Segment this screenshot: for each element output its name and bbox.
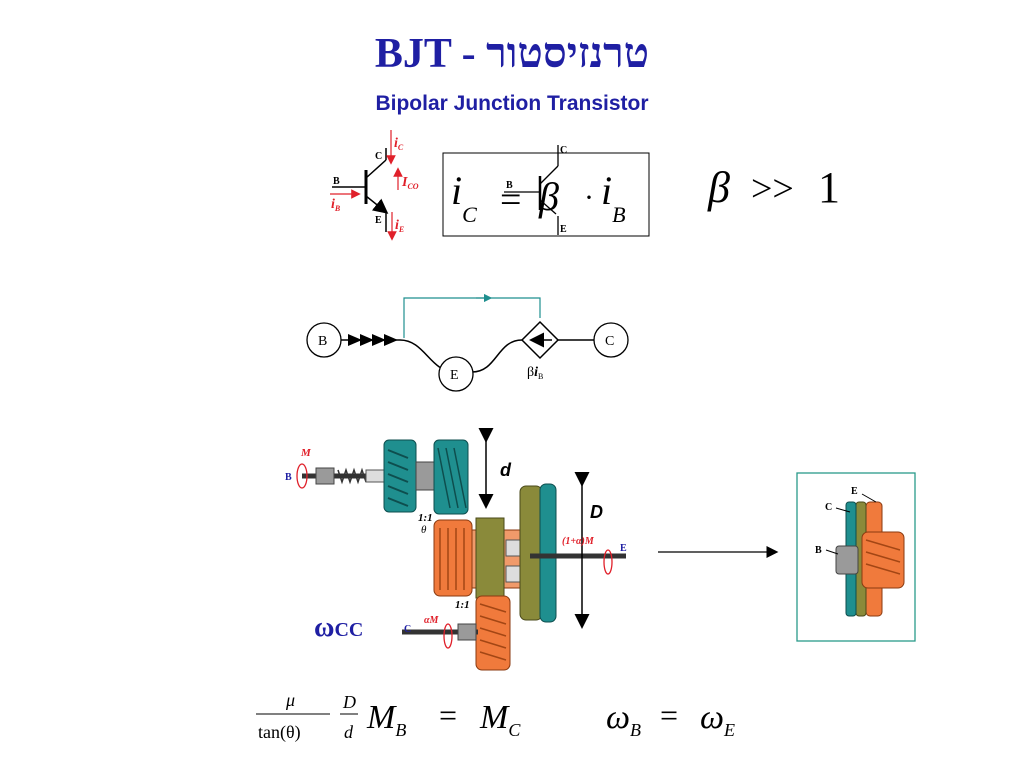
ico-label: ICO [401,175,419,191]
omega-e: ωE [700,699,735,740]
svg-text:αM: αM [424,615,440,626]
eq-sym-e: E [560,224,567,235]
eq-lhs: iC [451,168,477,227]
svg-text:M: M [300,447,312,459]
flow-diagram: B E C βiB [306,293,629,392]
node-c [593,322,629,358]
eq-dot: · [584,181,594,214]
torque-equation: μ tan(θ) D d MB = MC [256,690,521,743]
gear-top-right [433,439,469,515]
eq-equals: = [500,179,521,221]
svg-text:B: B [285,472,292,483]
symbol-collector-lead [365,159,387,179]
svg-text:1:1: 1:1 [455,599,470,611]
eq-sym-c: C [560,145,567,156]
eq-rhs: iB [601,168,626,227]
gear-olive [475,517,505,599]
ib-label: iB [331,197,341,213]
svg-text:C: C [825,502,832,513]
svg-text:θ: θ [421,524,427,536]
mc-term: MC [479,699,521,740]
much-greater-op: >> [751,168,794,210]
ic-label: iC [394,136,404,152]
svg-text:E: E [620,543,627,554]
source-label: βiB [527,365,543,381]
big-gear-olive [519,485,543,621]
gear-mechanism: M B d 1:1 θ D (1+α)M E 1:1 αM [285,428,627,671]
eq-beta: β [538,174,559,219]
c-torque [443,623,453,649]
svg-text:B: B [318,334,327,349]
b-torque [296,463,308,489]
transistor-symbol: C B E iC ICO iB iE [330,130,419,241]
svg-text:C: C [404,624,411,635]
current-gain-equation: C B E iC = β · iB [442,145,650,237]
mb-term: MB [366,699,406,740]
svg-text:E: E [851,486,858,497]
equation-box [442,152,650,237]
spring [337,467,367,485]
page-title: BJT - טרנזיסטור [0,28,1024,80]
node-e [438,356,474,392]
svg-text:B: B [815,545,822,556]
omega-equation: ωB = ωE [606,697,735,740]
eq-sym-b: B [506,180,513,191]
symbol-b-label: B [333,176,340,187]
title-latin: BJT - [374,31,476,77]
symbol-e-label: E [375,215,382,226]
ie-label: iE [395,218,404,234]
svg-text:D: D [342,692,356,712]
subtitle: Bipolar Junction Transistor [375,92,649,115]
flow-arrows [348,334,398,346]
omega-cc: ωCC [314,612,363,643]
svg-text:=: = [660,697,678,733]
svg-text:d: d [500,460,512,480]
symbol-c-label: C [375,151,382,162]
beta-symbol: β [707,163,730,212]
big-gear-teal [539,483,557,623]
e-torque [603,549,613,575]
svg-text:D: D [590,502,603,522]
svg-text:tan(θ): tan(θ) [258,722,301,743]
symbol-emitter-lead [365,195,389,214]
beta-one: 1 [818,163,840,212]
feedback-path [403,297,541,338]
svg-text:=: = [439,697,457,733]
svg-text:(1+α)M: (1+α)M [562,536,595,547]
svg-text:μ: μ [285,690,295,710]
inset-diagram: E C B [796,472,916,642]
svg-text:E: E [450,368,459,383]
svg-text:C: C [605,334,614,349]
omega-b: ωB [606,699,641,740]
title-hebrew: טרנזיסטור [486,31,650,77]
svg-text:d: d [344,722,354,742]
svg-text:1:1: 1:1 [418,512,433,524]
beta-condition: β >> 1 [707,163,840,212]
